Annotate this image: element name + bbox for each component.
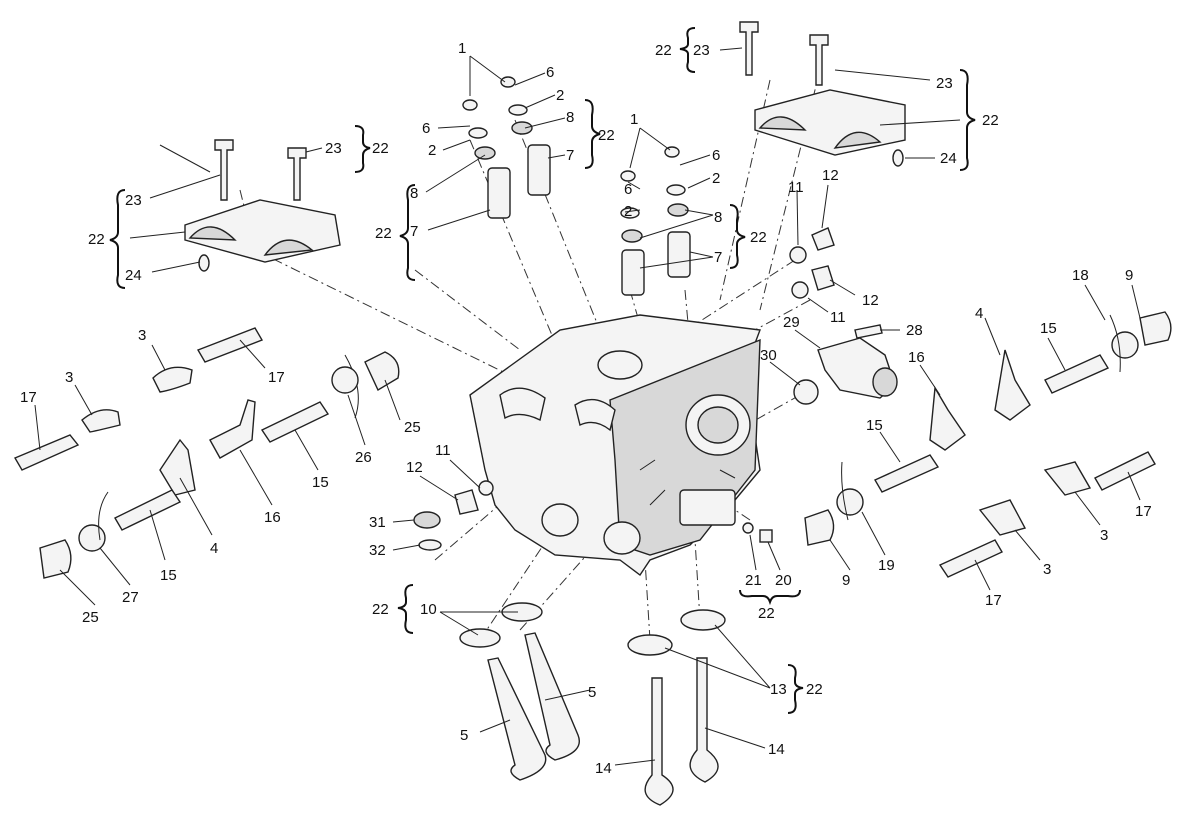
label-8: 8 xyxy=(714,209,722,226)
label-7: 7 xyxy=(410,223,418,240)
label-5: 5 xyxy=(588,684,596,701)
label-25: 25 xyxy=(404,419,421,436)
label-1: 1 xyxy=(458,40,466,57)
label-6: 6 xyxy=(624,181,632,198)
label-3: 3 xyxy=(1043,561,1051,578)
label-3: 3 xyxy=(138,327,146,344)
label-2: 2 xyxy=(556,87,564,104)
label-24: 24 xyxy=(125,267,142,284)
label-26: 26 xyxy=(355,449,372,466)
label-21: 21 xyxy=(745,572,762,589)
label-5: 5 xyxy=(460,727,468,744)
label-9: 9 xyxy=(842,572,850,589)
label-23: 23 xyxy=(325,140,342,157)
label-1: 1 xyxy=(630,111,638,128)
valves-exhaust xyxy=(627,609,726,806)
label-2: 2 xyxy=(624,203,632,220)
label-6: 6 xyxy=(712,147,720,164)
label-22: 22 xyxy=(88,231,105,248)
label-23: 23 xyxy=(936,75,953,92)
label-22: 22 xyxy=(750,229,767,246)
fittings xyxy=(413,227,898,551)
label-29: 29 xyxy=(783,314,800,331)
label-19: 19 xyxy=(878,557,895,574)
label-14: 14 xyxy=(768,741,785,758)
cylinder-head xyxy=(469,314,761,577)
valve-guide-stack-middle xyxy=(620,146,691,296)
label-23: 23 xyxy=(125,192,142,209)
leader-lines xyxy=(34,47,1141,766)
label-22: 22 xyxy=(598,127,615,144)
label-22: 22 xyxy=(375,225,392,242)
rocker-assembly-right xyxy=(804,311,1172,578)
label-15: 15 xyxy=(160,567,177,584)
valve-guide-stack-left xyxy=(462,76,551,219)
label-8: 8 xyxy=(566,109,574,126)
label-6: 6 xyxy=(422,120,430,137)
label-30: 30 xyxy=(760,347,777,364)
label-7: 7 xyxy=(714,249,722,266)
label-4: 4 xyxy=(210,540,218,557)
cam-cap-assembly-left xyxy=(184,139,341,272)
label-2: 2 xyxy=(428,142,436,159)
label-12: 12 xyxy=(822,167,839,184)
label-15: 15 xyxy=(866,417,883,434)
callout-labels: 1 6 2 8 7 22 6 2 8 7 22 1 6 2 6 2 8 7 22… xyxy=(20,40,1152,777)
label-6: 6 xyxy=(546,64,554,81)
label-15: 15 xyxy=(1040,320,1057,337)
label-12: 12 xyxy=(406,459,423,476)
label-13: 13 xyxy=(770,681,787,698)
label-22: 22 xyxy=(372,140,389,157)
label-22: 22 xyxy=(758,605,775,622)
label-17: 17 xyxy=(985,592,1002,609)
label-22: 22 xyxy=(372,601,389,618)
label-4: 4 xyxy=(975,305,983,322)
label-18: 18 xyxy=(1072,267,1089,284)
label-25: 25 xyxy=(82,609,99,626)
label-17: 17 xyxy=(1135,503,1152,520)
label-17: 17 xyxy=(268,369,285,386)
label-11: 11 xyxy=(435,442,451,459)
label-20: 20 xyxy=(775,572,792,589)
label-17: 17 xyxy=(20,389,37,406)
label-3: 3 xyxy=(1100,527,1108,544)
label-11: 11 xyxy=(830,309,846,326)
cam-cap-assembly-right xyxy=(739,21,906,167)
label-24: 24 xyxy=(940,150,957,167)
label-9: 9 xyxy=(1125,267,1133,284)
label-3: 3 xyxy=(65,369,73,386)
label-14: 14 xyxy=(595,760,612,777)
label-2: 2 xyxy=(712,170,720,187)
label-7: 7 xyxy=(566,147,574,164)
label-22: 22 xyxy=(655,42,672,59)
label-22: 22 xyxy=(982,112,999,129)
braces xyxy=(109,27,976,714)
rocker-assembly-left xyxy=(13,327,400,579)
label-32: 32 xyxy=(369,542,386,559)
label-28: 28 xyxy=(906,322,923,339)
label-12: 12 xyxy=(862,292,879,309)
valves-intake xyxy=(459,602,580,781)
label-23: 23 xyxy=(693,42,710,59)
label-11: 11 xyxy=(788,179,804,196)
label-16: 16 xyxy=(264,509,281,526)
label-15: 15 xyxy=(312,474,329,491)
label-27: 27 xyxy=(122,589,139,606)
label-10: 10 xyxy=(420,601,437,618)
label-22: 22 xyxy=(806,681,823,698)
label-8: 8 xyxy=(410,185,418,202)
label-16: 16 xyxy=(908,349,925,366)
label-31: 31 xyxy=(369,514,386,531)
